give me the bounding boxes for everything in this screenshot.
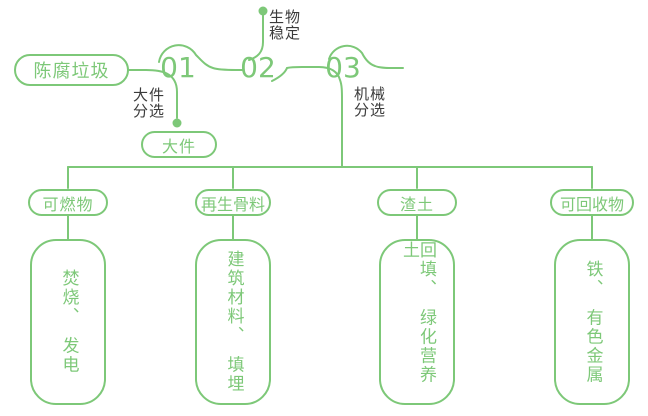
branch-pill-recycled-aggregate: 再生骨料 <box>195 189 271 216</box>
biological-branch-dot <box>258 6 268 16</box>
outcome-box-backfill: 回填、 绿化营养土 <box>379 239 455 405</box>
step-number-01: 01 <box>160 51 196 84</box>
outcome-box-metals-text: 铁、 有色金属 <box>582 259 603 385</box>
line-biological-branch <box>248 14 264 61</box>
branch-pill-recyclables-label: 可回收物 <box>559 194 624 214</box>
branch-pill-slag-soil-label: 渣土 <box>399 194 434 214</box>
step-number-02: 02 <box>240 51 276 84</box>
branch-pill-recyclables: 可回收物 <box>550 189 634 216</box>
outcome-box-building-materials: 建筑材料、 填埋 <box>195 239 271 405</box>
line-source-to-bulky-branch <box>128 69 178 119</box>
annotation-mechanical-sorting: 机械 分选 <box>354 85 387 119</box>
bulky-items-pill: 大件 <box>141 131 217 158</box>
annotation-biological-stabilization: 生物 稳定 <box>269 8 302 42</box>
branch-pill-combustible-label: 可燃物 <box>42 194 94 214</box>
step-number-03: 03 <box>325 51 361 84</box>
source-pill-label: 陈腐垃圾 <box>33 61 110 82</box>
outcome-box-incineration-text: 焚烧、 发电 <box>58 269 79 375</box>
bulky-items-label: 大件 <box>161 136 196 156</box>
branch-pill-recycled-aggregate-label: 再生骨料 <box>200 194 265 214</box>
bulky-branch-dot <box>172 118 182 128</box>
annotation-bulky-sorting: 大件 分选 <box>133 86 166 120</box>
line-arc-step1-to-step2 <box>158 44 244 71</box>
line-step2-to-step3-down <box>271 66 343 168</box>
outcome-box-backfill-text: 回填、 绿化营养土 <box>399 241 436 385</box>
branch-pill-combustible: 可燃物 <box>28 189 108 216</box>
branch-pill-slag-soil: 渣土 <box>377 189 457 216</box>
outcome-box-metals: 铁、 有色金属 <box>554 239 630 405</box>
line-arc-step3-exit <box>328 44 404 69</box>
outcome-box-building-materials-text: 建筑材料、 填埋 <box>223 250 244 394</box>
outcome-box-incineration: 焚烧、 发电 <box>30 239 106 405</box>
source-pill-aged-refuse: 陈腐垃圾 <box>14 54 129 86</box>
